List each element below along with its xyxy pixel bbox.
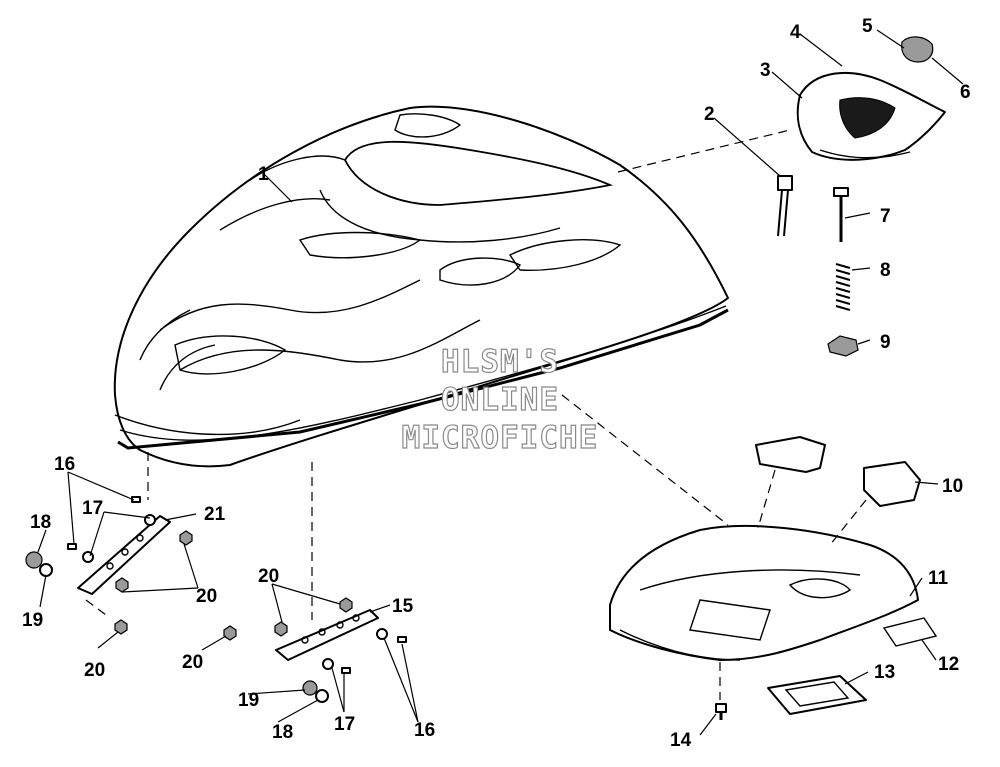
bracket-left-part <box>77 515 171 595</box>
callout-20-upper: 20 <box>258 566 279 587</box>
callout-11: 11 <box>928 568 949 589</box>
callout-15: 15 <box>392 596 414 617</box>
knob-part <box>827 335 859 357</box>
watermark-line-1: HLSM'S <box>441 344 559 380</box>
belly-pan-part <box>609 524 919 661</box>
callout-18-lower: 18 <box>272 722 293 743</box>
callout-3: 3 <box>760 60 771 81</box>
callout-20-right: 20 <box>196 586 217 607</box>
callout-14: 14 <box>670 730 692 751</box>
decal-part <box>882 617 938 647</box>
callout-labels: 1 2 3 4 5 6 7 8 9 10 11 12 13 14 15 16 1… <box>22 16 971 751</box>
callout-7: 7 <box>880 206 891 227</box>
callout-5: 5 <box>862 16 873 37</box>
pin-part <box>833 187 849 242</box>
callout-20-lower-left: 20 <box>84 660 105 681</box>
cable-part <box>777 175 793 237</box>
hardware-parts <box>25 496 407 703</box>
callout-13: 13 <box>874 662 895 683</box>
callout-9: 9 <box>880 332 891 353</box>
foam-block-part <box>755 436 921 507</box>
hood-part <box>113 105 729 468</box>
callout-4: 4 <box>790 22 801 43</box>
watermark: HLSM'S ONLINE MICROFICHE <box>401 343 599 456</box>
callout-20-center: 20 <box>182 652 203 673</box>
watermark-line-2: ONLINE <box>441 382 559 418</box>
callout-19-lower: 19 <box>238 690 259 711</box>
connector-lines <box>85 129 867 700</box>
windshield-part <box>796 71 946 161</box>
leader-lines <box>37 29 964 736</box>
callout-21: 21 <box>204 504 226 525</box>
callout-18-upper: 18 <box>30 512 51 533</box>
screw-part <box>715 703 727 720</box>
callout-1: 1 <box>258 164 269 185</box>
callout-16-upper: 16 <box>54 454 75 475</box>
callout-16-lower: 16 <box>414 720 435 741</box>
grommet-part <box>901 36 934 63</box>
bracket-right-part <box>275 609 379 661</box>
callout-19-upper: 19 <box>22 610 43 631</box>
callout-17-lower: 17 <box>334 714 355 735</box>
callout-12: 12 <box>938 654 959 675</box>
callout-10: 10 <box>942 476 963 497</box>
callout-6: 6 <box>960 82 971 103</box>
vent-cover-part <box>767 675 867 715</box>
callout-2: 2 <box>704 104 715 125</box>
watermark-line-3: MICROFICHE <box>402 420 599 456</box>
spring-part <box>835 263 851 311</box>
callout-8: 8 <box>880 260 891 281</box>
callout-17-upper: 17 <box>82 498 103 519</box>
